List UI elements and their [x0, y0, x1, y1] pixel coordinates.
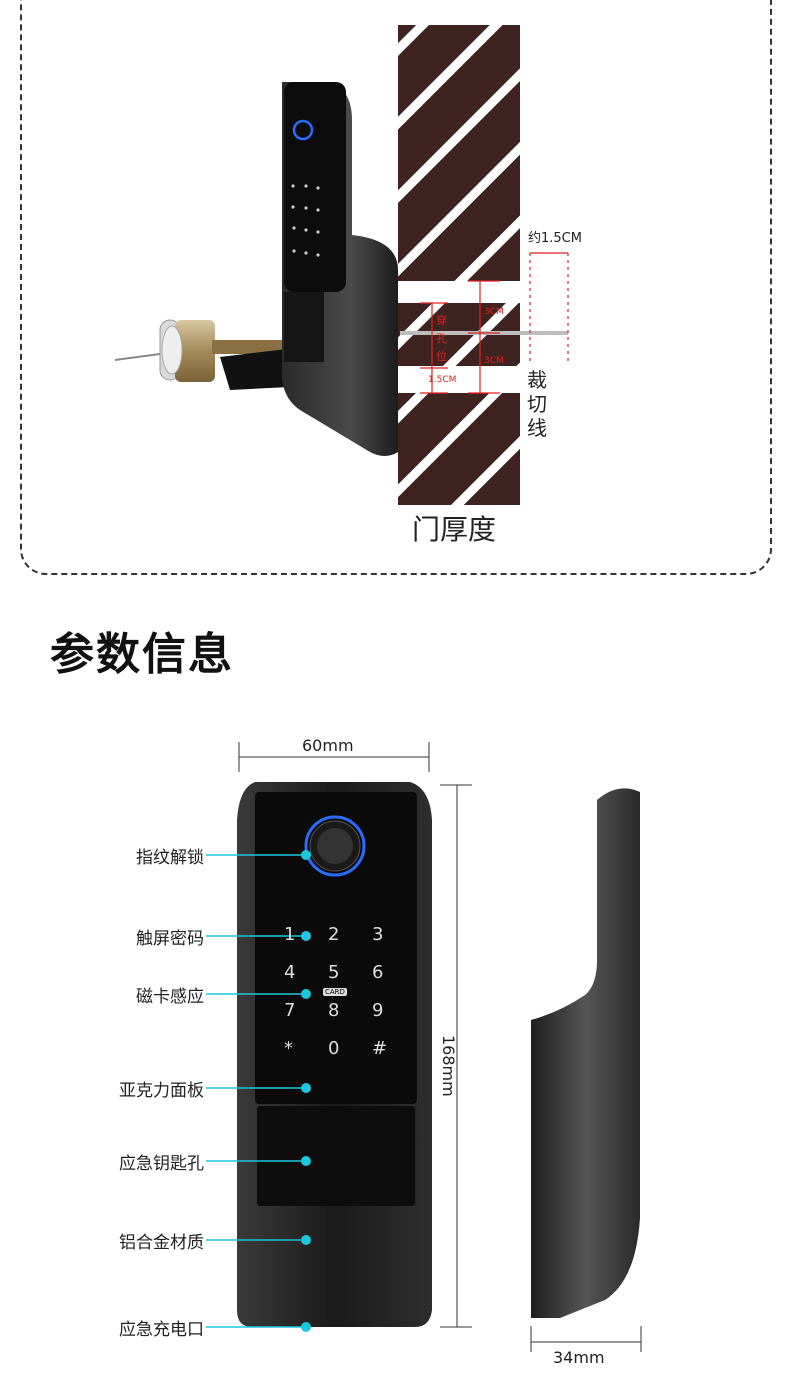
- dimension-1-5cm: 1.5CM: [428, 375, 457, 385]
- lock-3d-keypad: [291, 184, 320, 257]
- key-7: 7: [284, 1000, 296, 1021]
- lock-body-3d: [220, 82, 398, 456]
- callout-emergency-keyhole: 应急钥匙孔: [119, 1154, 204, 1174]
- dimension-3cm-upper: 3CM: [484, 307, 504, 317]
- key-2: 2: [328, 924, 340, 945]
- callout-fingerprint: 指纹解锁: [136, 848, 204, 868]
- diagram-frame: [20, 0, 772, 575]
- approx-thickness-label: 约1.5CM: [528, 231, 582, 246]
- keypad: 1 2 3 4 5 6 7 8 9 * 0 # CARD: [270, 924, 392, 1064]
- card-badge: CARD: [323, 988, 347, 996]
- lock-side-body: [531, 788, 640, 1318]
- key-4: 4: [284, 962, 296, 983]
- key-8: 8: [328, 1000, 340, 1021]
- callout-touch-password: 触屏密码: [136, 929, 204, 949]
- depth-label: 34mm: [553, 1348, 605, 1367]
- door-cross-section: [398, 25, 520, 505]
- callout-aluminum: 铝合金材质: [119, 1233, 204, 1253]
- key-1: 1: [284, 924, 296, 945]
- width-label: 60mm: [302, 736, 354, 755]
- fingerprint-sensor-icon: [304, 815, 366, 877]
- door-thickness-label: 门厚度: [412, 513, 497, 546]
- hole-position-label: 穿 孔 位: [436, 314, 447, 363]
- installation-diagram: [114, 25, 569, 505]
- dimension-lines: [420, 252, 569, 394]
- callout-dots: [301, 850, 311, 1332]
- callout-leaders: [206, 854, 306, 1328]
- height-dimension: [440, 784, 472, 1328]
- key-5: 5: [328, 962, 340, 983]
- key-3: 3: [372, 924, 384, 945]
- callout-card: 磁卡感应: [136, 987, 204, 1007]
- section-title: 参数信息: [50, 629, 234, 680]
- height-label: 168mm: [439, 1035, 458, 1097]
- key-6: 6: [372, 962, 384, 983]
- key-9: 9: [372, 1000, 384, 1021]
- key-star: *: [284, 1038, 293, 1059]
- key-hash: #: [372, 1038, 388, 1059]
- lock-front-body: [237, 782, 432, 1327]
- callout-acrylic-panel: 亚克力面板: [119, 1081, 204, 1101]
- cut-line-label: 裁 切 线: [527, 368, 547, 440]
- dimension-3cm-lower: 3CM: [484, 356, 504, 366]
- callout-charging-port: 应急充电口: [119, 1320, 204, 1340]
- width-dimension: [238, 742, 430, 772]
- key-0: 0: [328, 1038, 340, 1059]
- spec-drawing: [206, 742, 642, 1352]
- depth-dimension: [530, 1326, 642, 1352]
